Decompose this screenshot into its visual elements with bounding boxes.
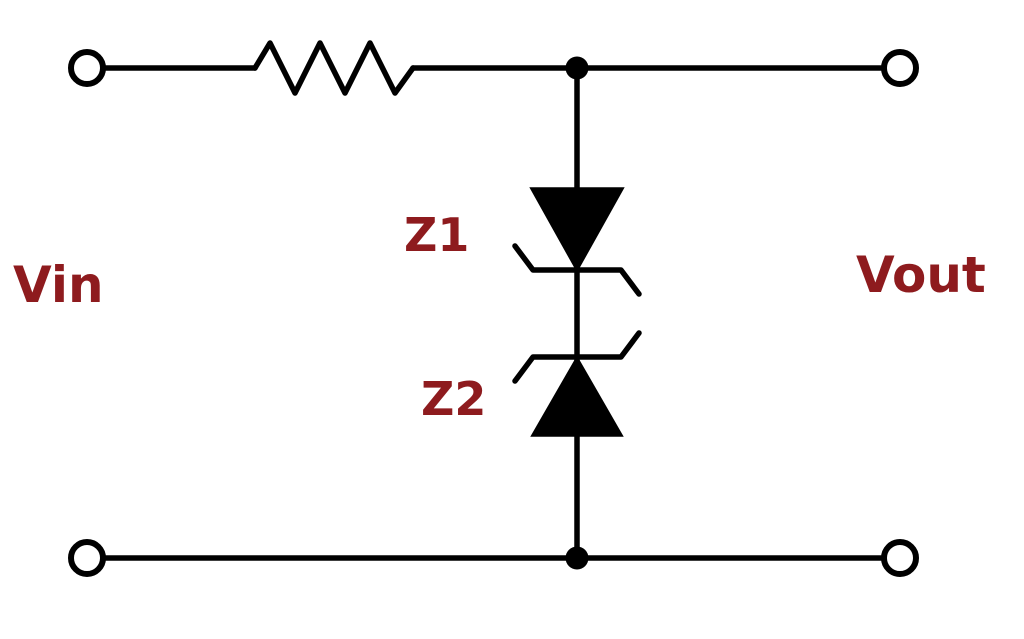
zener1-cathode-bar-icon [512, 243, 642, 297]
resistor-icon [252, 40, 416, 96]
zener2-anode-triangle-icon [530, 355, 624, 437]
zener1-label: Z1 [404, 208, 469, 262]
schematic-lines [68, 40, 919, 577]
junction-dot-bottom [565, 546, 589, 570]
input-terminal-bottom-icon [68, 539, 106, 577]
zener1-anode-triangle-icon [529, 187, 625, 273]
junction-dot-top [565, 56, 589, 80]
output-voltage-label: Vout [856, 246, 986, 304]
output-terminal-bottom-icon [881, 539, 919, 577]
input-terminal-top-icon [68, 49, 106, 87]
output-terminal-top-icon [881, 49, 919, 87]
zener2-label: Z2 [421, 372, 486, 426]
input-voltage-label: Vin [13, 256, 104, 314]
